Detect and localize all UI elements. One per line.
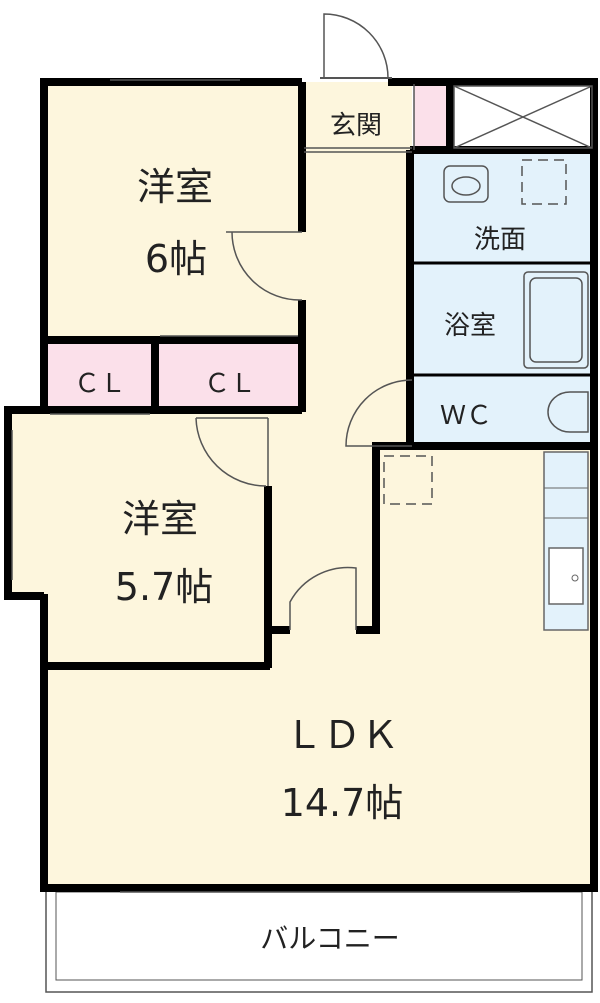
washbasin [443,165,489,203]
balcony [45,889,593,993]
bathroom-label: 浴室 [444,311,496,341]
western-room-1-floor [46,82,302,340]
toilet-label: ＷＣ [440,401,492,431]
closet-1-label: ＣＬ [74,369,126,399]
ldk-door [289,566,357,630]
hall-floor [268,412,378,630]
kitchen-sink [548,547,584,605]
storage-cross-2 [453,85,593,149]
vent-wash [521,159,567,205]
entrance-strip [414,84,448,150]
washbasin-bowl [451,176,481,196]
western-room-2-floor [46,412,270,666]
room1-door [226,231,303,301]
ldk-size: 14.7帖 [281,781,404,825]
bathtub [523,271,589,369]
closet-2-floor [158,342,302,410]
entrance-door [323,13,389,79]
room1-name: 洋室 [137,165,213,209]
toilet-door [345,379,413,447]
toilet-floor [414,376,592,446]
labels: 洋室 6帖 ＣＬ ＣＬ 洋室 5.7帖 ＬＤＫ 14.7帖 玄関 洗面 浴室 Ｗ… [74,111,526,955]
closet-1-floor [48,342,152,410]
balcony-outline [45,889,593,993]
bathtub-inner [529,277,583,363]
room1-size: 6帖 [145,237,207,281]
washroom-label: 洗面 [474,225,526,255]
sink-drain [571,574,579,582]
toilet-bowl [547,391,589,433]
vent-ldk [383,455,433,505]
ldk-name: ＬＤＫ [285,713,399,757]
room2-size: 5.7帖 [115,565,213,609]
bathroom-floor [414,264,592,374]
bay-wall [4,406,44,600]
room2-door [195,417,269,487]
ldk-floor [46,630,592,886]
thin-lines [11,13,593,893]
room2-name: 洋室 [122,497,198,541]
balcony-label: バルコニー [260,922,399,955]
entrance-label: 玄関 [330,111,382,141]
western-room-2-bay [10,412,50,596]
storage-box [453,85,593,149]
closet-2-label: ＣＬ [204,369,256,399]
floor-fills [10,82,592,886]
